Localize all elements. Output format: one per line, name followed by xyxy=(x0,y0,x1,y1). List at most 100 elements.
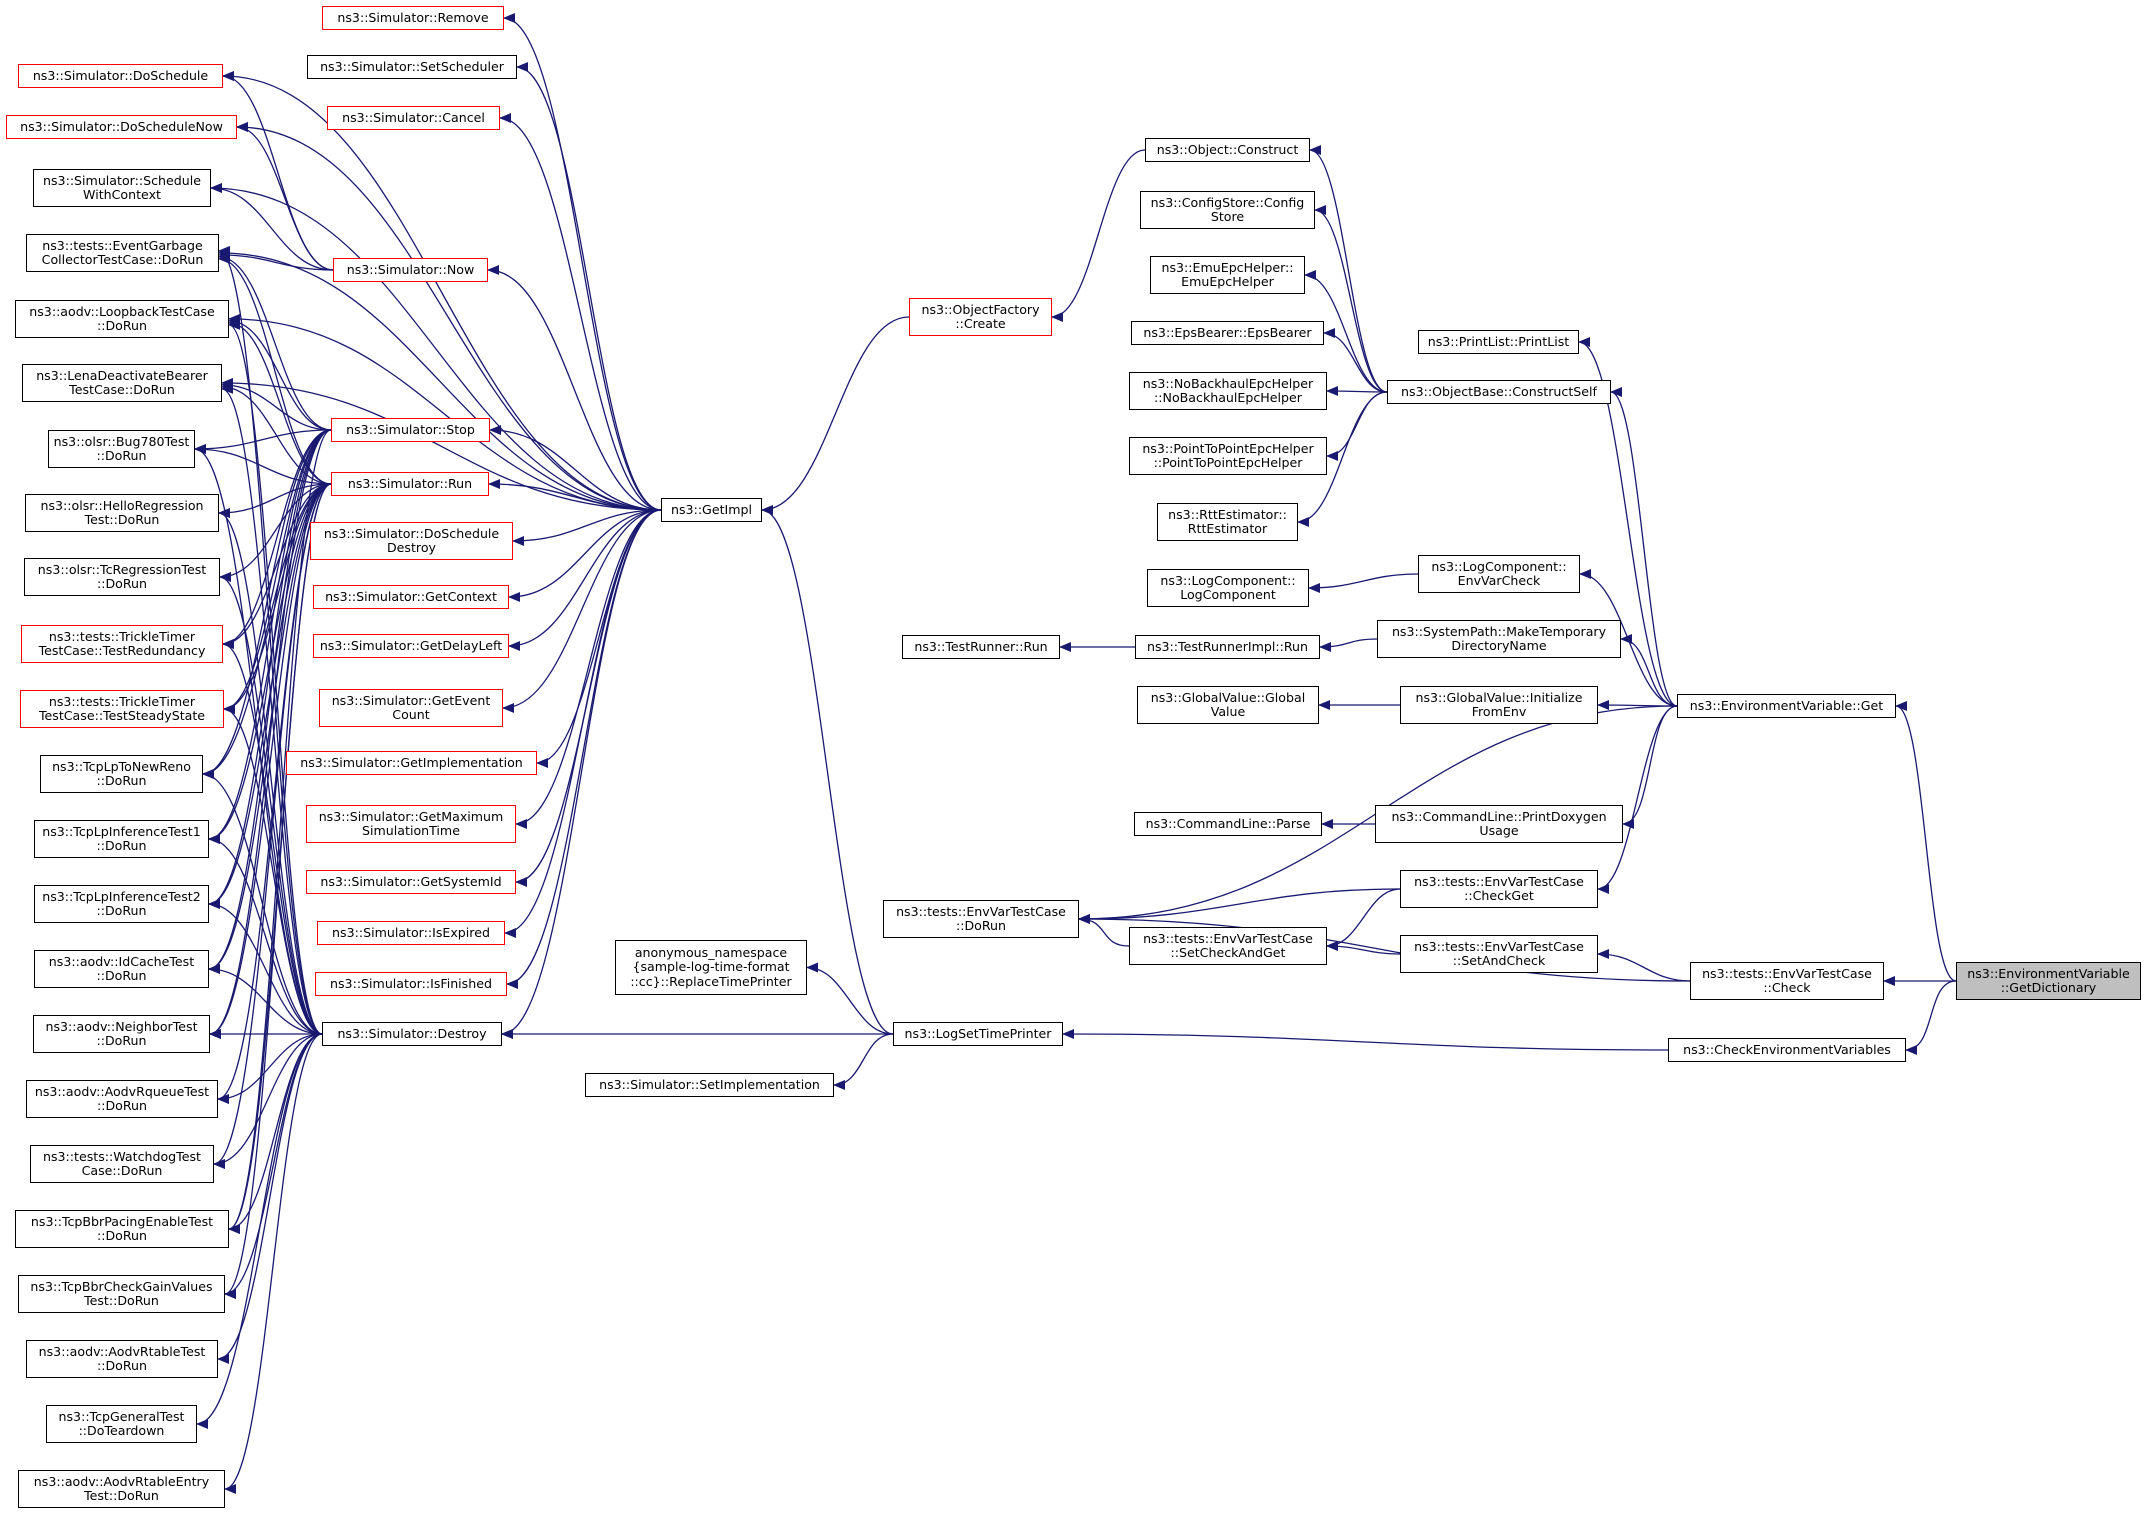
edge-sim-run-to-olsr-hello xyxy=(218,483,332,518)
edge-sim-run-to-aodv-idcache xyxy=(208,483,332,974)
node-sim-stop[interactable]: ns3::Simulator::Stop xyxy=(331,418,490,442)
node-systempath-mktempdir[interactable]: ns3::SystemPath::MakeTemporary Directory… xyxy=(1377,620,1621,658)
edge-sim-destroy-to-watchdog xyxy=(213,1033,323,1169)
node-logcomponent-envvarcheck[interactable]: ns3::LogComponent:: EnvVarCheck xyxy=(1418,555,1580,593)
edge-sim-stop-to-olsr-bug780 xyxy=(194,429,332,454)
node-olsr-hello[interactable]: ns3::olsr::HelloRegression Test::DoRun xyxy=(25,494,219,532)
node-globalvalue[interactable]: ns3::GlobalValue::Global Value xyxy=(1137,686,1319,724)
edge-objectbase-constructself-to-object-construct xyxy=(1309,145,1388,393)
node-label: ns3::CommandLine::Parse xyxy=(1145,815,1311,831)
node-aodv-rtableentry[interactable]: ns3::aodv::AodvRtableEntry Test::DoRun xyxy=(18,1470,225,1508)
node-lenadeactivate[interactable]: ns3::LenaDeactivateBearer TestCase::DoRu… xyxy=(22,364,222,402)
node-envvartest-dorun[interactable]: ns3::tests::EnvVarTestCase ::DoRun xyxy=(883,900,1079,938)
node-sim-getdelayleft[interactable]: ns3::Simulator::GetDelayLeft xyxy=(313,634,509,658)
node-objectbase-constructself[interactable]: ns3::ObjectBase::ConstructSelf xyxy=(1387,380,1611,404)
node-label: ns3::Simulator::SetScheduler xyxy=(320,58,504,74)
node-sim-setimplementation[interactable]: ns3::Simulator::SetImplementation xyxy=(585,1073,834,1097)
node-testrunner-run[interactable]: ns3::TestRunner::Run xyxy=(902,635,1060,659)
node-tcpbbr-pacing[interactable]: ns3::TcpBbrPacingEnableTest ::DoRun xyxy=(15,1210,229,1248)
node-sim-setscheduler[interactable]: ns3::Simulator::SetScheduler xyxy=(307,55,517,79)
node-olsr-bug780[interactable]: ns3::olsr::Bug780Test ::DoRun xyxy=(48,430,195,468)
node-envvartest-checkget[interactable]: ns3::tests::EnvVarTestCase ::CheckGet xyxy=(1400,870,1598,908)
node-sim-getmaxsimtime[interactable]: ns3::Simulator::GetMaximum SimulationTim… xyxy=(306,805,516,843)
node-aodv-idcache[interactable]: ns3::aodv::IdCacheTest ::DoRun xyxy=(34,950,209,988)
node-aodv-rqueue[interactable]: ns3::aodv::AodvRqueueTest ::DoRun xyxy=(26,1080,218,1118)
node-watchdog[interactable]: ns3::tests::WatchdogTest Case::DoRun xyxy=(30,1145,214,1183)
node-envvar-get[interactable]: ns3::EnvironmentVariable::Get xyxy=(1677,694,1896,718)
edge-sim-stop-to-lenadeactivate xyxy=(221,379,332,431)
node-sim-now[interactable]: ns3::Simulator::Now xyxy=(333,258,488,282)
node-envvartest-check[interactable]: ns3::tests::EnvVarTestCase ::Check xyxy=(1690,962,1884,1000)
node-label: ns3::olsr::TcRegressionTest ::DoRun xyxy=(37,561,207,591)
node-objfactory-create[interactable]: ns3::ObjectFactory ::Create xyxy=(909,298,1052,336)
node-label: ns3::tests::WatchdogTest Case::DoRun xyxy=(43,1148,201,1178)
node-commandline-parse[interactable]: ns3::CommandLine::Parse xyxy=(1134,812,1322,836)
edge-sim-destroy-to-tcpgeneral xyxy=(196,1033,323,1429)
node-label: ns3::Simulator::GetEvent Count xyxy=(331,692,491,722)
node-sim-geteventcount[interactable]: ns3::Simulator::GetEvent Count xyxy=(319,689,503,727)
node-sim-getimplementation[interactable]: ns3::Simulator::GetImplementation xyxy=(286,751,537,775)
node-label: ns3::Simulator::Now xyxy=(346,261,475,277)
node-envvartest-setandcheck[interactable]: ns3::tests::EnvVarTestCase ::SetAndCheck xyxy=(1400,935,1598,973)
node-tcpgeneral[interactable]: ns3::TcpGeneralTest ::DoTeardown xyxy=(46,1405,197,1443)
node-tcplp-inf1[interactable]: ns3::TcpLpInferenceTest1 ::DoRun xyxy=(34,820,209,858)
edge-layer xyxy=(194,13,1957,1494)
node-sim-schedulewithcontext[interactable]: ns3::Simulator::Schedule WithContext xyxy=(33,169,211,207)
node-setcheckandget[interactable]: ns3::tests::EnvVarTestCase ::SetCheckAnd… xyxy=(1129,927,1327,965)
node-sim-isfinished[interactable]: ns3::Simulator::IsFinished xyxy=(315,972,507,996)
node-aodv-loopback[interactable]: ns3::aodv::LoopbackTestCase ::DoRun xyxy=(15,300,229,338)
node-label: ns3::LogComponent:: LogComponent xyxy=(1160,572,1296,602)
edge-getimpl-to-sim-setscheduler xyxy=(516,62,662,511)
edge-envvartest-checkget-to-envvartest-dorun xyxy=(1078,888,1401,924)
node-sim-destroy[interactable]: ns3::Simulator::Destroy xyxy=(322,1022,502,1046)
edge-getimpl-to-sim-getmaxsimtime xyxy=(515,509,662,829)
node-sim-run[interactable]: ns3::Simulator::Run xyxy=(331,472,489,496)
node-trickle-steady[interactable]: ns3::tests::TrickleTimer TestCase::TestS… xyxy=(20,690,224,728)
node-aodv-neighbor[interactable]: ns3::aodv::NeighborTest ::DoRun xyxy=(33,1015,210,1053)
node-tcplp-inf2[interactable]: ns3::TcpLpInferenceTest2 ::DoRun xyxy=(34,885,209,923)
node-printlist[interactable]: ns3::PrintList::PrintList xyxy=(1418,330,1579,354)
node-sim-remove[interactable]: ns3::Simulator::Remove xyxy=(322,6,504,30)
node-sim-doscheduledestroy[interactable]: ns3::Simulator::DoSchedule Destroy xyxy=(310,522,513,560)
node-epsbearer[interactable]: ns3::EpsBearer::EpsBearer xyxy=(1131,321,1324,345)
node-commandline-printdoxygen[interactable]: ns3::CommandLine::PrintDoxygen Usage xyxy=(1375,805,1623,843)
node-p2pepchelper[interactable]: ns3::PointToPointEpcHelper ::PointToPoin… xyxy=(1129,437,1327,475)
node-tcpbbr-gain[interactable]: ns3::TcpBbrCheckGainValues Test::DoRun xyxy=(18,1275,225,1313)
node-label: ns3::EnvironmentVariable ::GetDictionary xyxy=(1967,965,2130,995)
node-olsr-tcregression[interactable]: ns3::olsr::TcRegressionTest ::DoRun xyxy=(24,558,220,596)
node-checkenvvars[interactable]: ns3::CheckEnvironmentVariables xyxy=(1668,1038,1906,1062)
node-label: ns3::Simulator::DoSchedule Destroy xyxy=(323,525,500,555)
node-eventgarbage[interactable]: ns3::tests::EventGarbage CollectorTestCa… xyxy=(26,234,219,272)
node-object-construct[interactable]: ns3::Object::Construct xyxy=(1145,138,1310,162)
node-tcplp-newreno[interactable]: ns3::TcpLpToNewReno ::DoRun xyxy=(40,755,203,793)
node-logsettimeprinter[interactable]: ns3::LogSetTimePrinter xyxy=(893,1022,1063,1046)
node-sim-doschedulenow[interactable]: ns3::Simulator::DoScheduleNow xyxy=(6,115,237,139)
node-testrunnerimpl-run[interactable]: ns3::TestRunnerImpl::Run xyxy=(1135,635,1320,659)
edge-sim-destroy-to-trickle-steady xyxy=(223,704,323,1035)
node-getimpl[interactable]: ns3::GetImpl xyxy=(661,498,762,522)
node-label: ns3::TestRunnerImpl::Run xyxy=(1146,638,1308,654)
node-sim-getcontext[interactable]: ns3::Simulator::GetContext xyxy=(313,585,509,609)
edge-envvartest-setandcheck-to-setcheckandget xyxy=(1326,941,1401,955)
node-label: ns3::EpsBearer::EpsBearer xyxy=(1143,324,1312,340)
node-aodv-rtable[interactable]: ns3::aodv::AodvRtableTest ::DoRun xyxy=(26,1340,218,1378)
node-sim-cancel[interactable]: ns3::Simulator::Cancel xyxy=(327,106,500,130)
edge-sim-run-to-aodv-loopback xyxy=(228,317,332,485)
node-sim-getsystemid[interactable]: ns3::Simulator::GetSystemId xyxy=(306,870,516,894)
edge-logsettimeprinter-to-anon-replace xyxy=(806,962,894,1035)
node-sim-isexpired[interactable]: ns3::Simulator::IsExpired xyxy=(317,921,505,945)
node-trickle-redundancy[interactable]: ns3::tests::TrickleTimer TestCase::TestR… xyxy=(21,625,223,663)
edge-sim-run-to-lenadeactivate xyxy=(221,381,332,485)
node-sim-doschedule[interactable]: ns3::Simulator::DoSchedule xyxy=(18,64,223,88)
node-globalvalue-initfromenv[interactable]: ns3::GlobalValue::Initialize FromEnv xyxy=(1400,686,1598,724)
node-label: ns3::aodv::AodvRtableTest ::DoRun xyxy=(38,1343,206,1373)
node-emuepchelper[interactable]: ns3::EmuEpcHelper:: EmuEpcHelper xyxy=(1150,256,1305,294)
node-logcomponent[interactable]: ns3::LogComponent:: LogComponent xyxy=(1147,569,1309,607)
edge-sim-destroy-to-trickle-redundancy xyxy=(222,639,323,1035)
node-rttestimator[interactable]: ns3::RttEstimator:: RttEstimator xyxy=(1157,503,1298,541)
node-configstore[interactable]: ns3::ConfigStore::Config Store xyxy=(1140,191,1315,229)
node-nobackhaul[interactable]: ns3::NoBackhaulEpcHelper ::NoBackhaulEpc… xyxy=(1129,372,1327,410)
node-anon-replace[interactable]: anonymous_namespace {sample-log-time-for… xyxy=(615,940,807,995)
edge-envvar-get-to-objectbase-constructself xyxy=(1610,387,1678,707)
